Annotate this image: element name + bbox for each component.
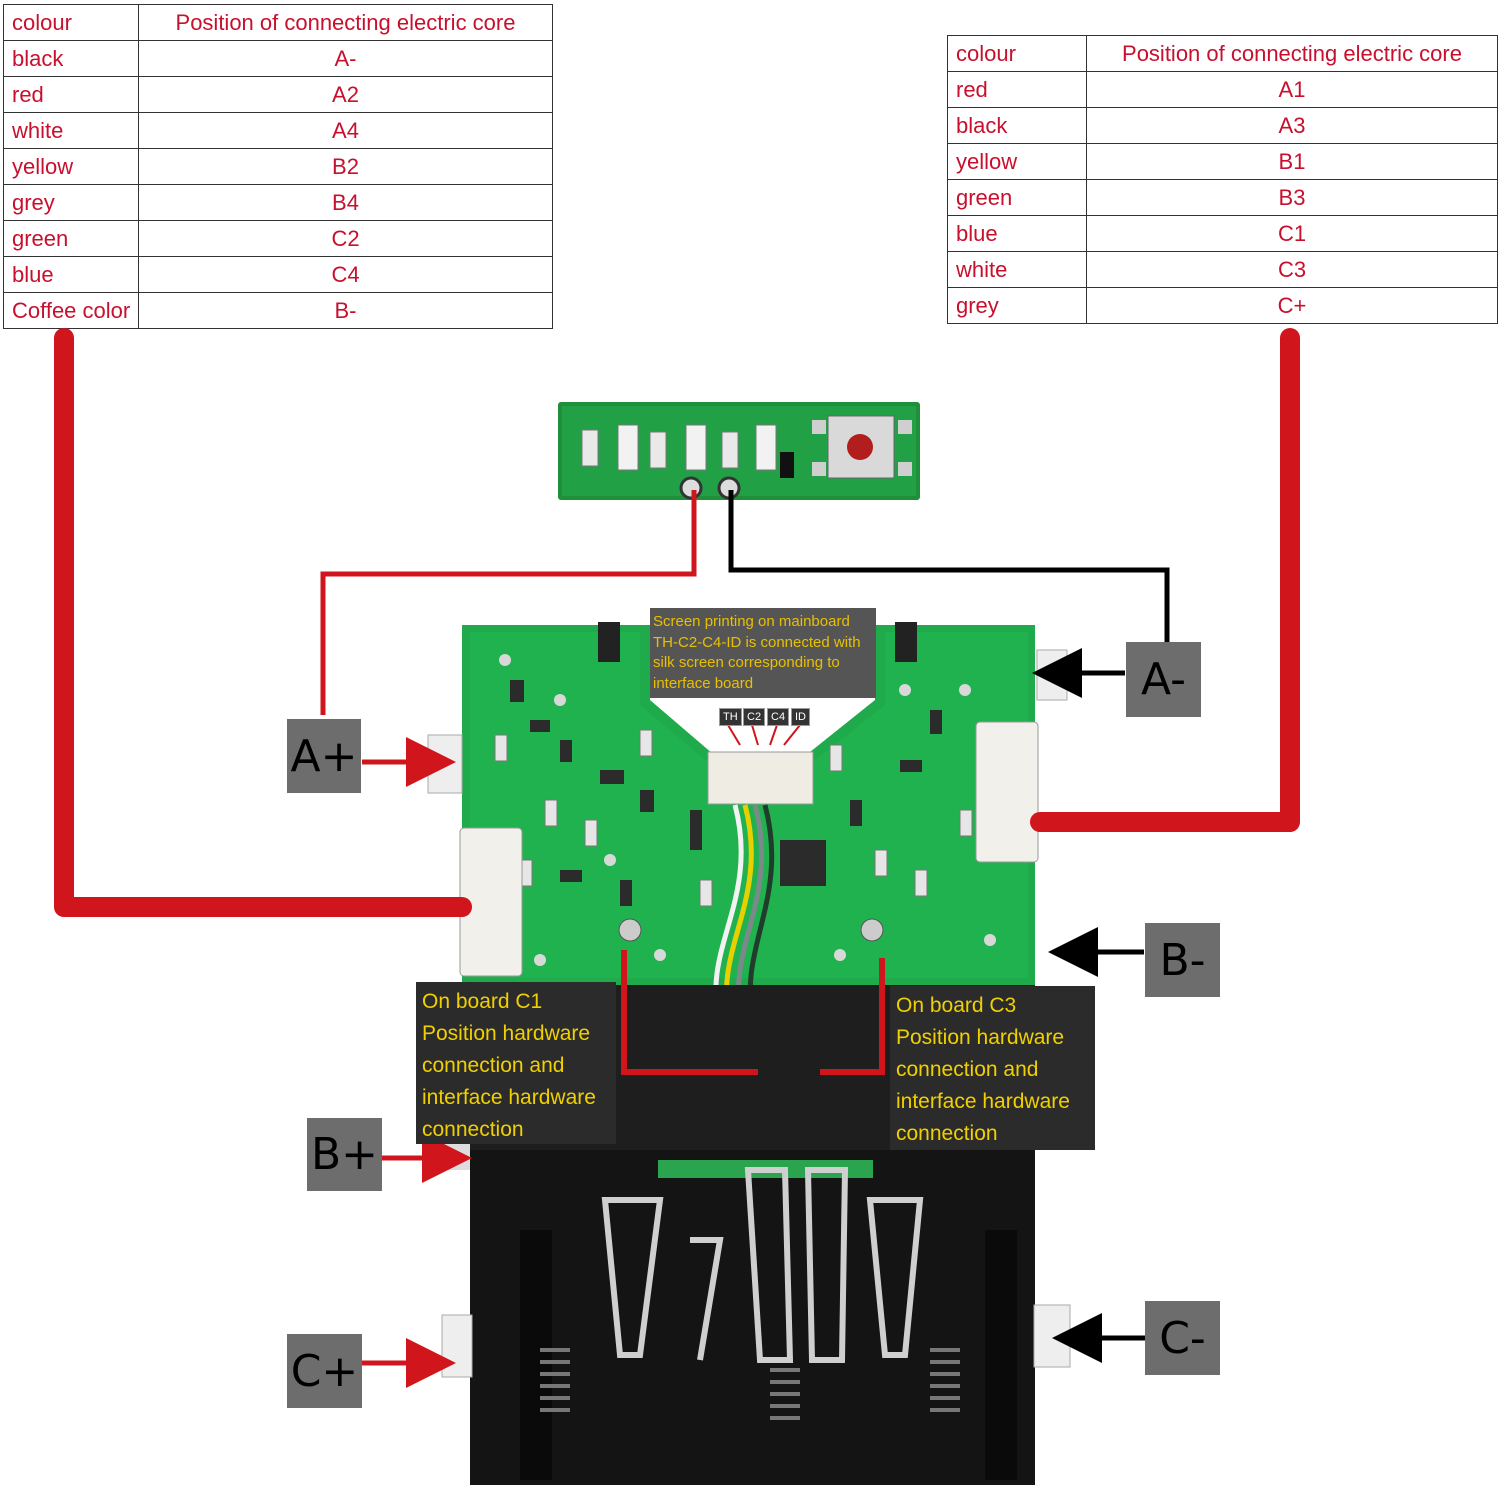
core-position-cell: A3 — [1086, 107, 1498, 144]
right-wire-table-body: colour Position of connecting electric c… — [947, 35, 1498, 324]
core-position-cell: B4 — [138, 184, 553, 221]
wire-colour-cell: blue — [947, 215, 1087, 252]
core-position-cell: C3 — [1086, 251, 1498, 288]
c1-leader — [621, 950, 758, 1075]
indicator-red-wire — [320, 490, 697, 715]
wire-colour-cell: black — [947, 107, 1087, 144]
c3-leader — [820, 958, 885, 1075]
core-position-cell: C1 — [1086, 215, 1498, 252]
pin-tag-id: ID — [791, 708, 810, 726]
left-wire-table-body: colour Position of connecting electric c… — [3, 4, 553, 329]
core-position-cell: C+ — [1086, 287, 1498, 324]
header-position: Position of connecting electric core — [138, 4, 553, 41]
terminal-b-minus-label: B- — [1145, 923, 1220, 997]
table-header-row: colour Position of connecting electric c… — [947, 35, 1498, 72]
pin-tag-pointers — [727, 724, 801, 746]
wire-colour-cell: Coffee color — [3, 292, 139, 329]
indicator-board — [558, 402, 920, 500]
pin-tag-th: TH — [719, 708, 742, 726]
right-table-red-wire — [1030, 328, 1300, 832]
terminal-b-plus-label: B+ — [307, 1118, 382, 1191]
core-position-cell: A4 — [138, 112, 553, 149]
terminal-a-minus-label: A- — [1126, 642, 1201, 717]
terminal-c-minus-label: C- — [1145, 1301, 1220, 1375]
wire-colour-cell: green — [947, 179, 1087, 216]
main-board — [427, 622, 1068, 985]
wire-colour-cell: grey — [3, 184, 139, 221]
wire-colour-cell: yellow — [3, 148, 139, 185]
left-table-red-wire — [54, 328, 472, 917]
wire-colour-cell: black — [3, 40, 139, 77]
core-position-cell: B3 — [1086, 179, 1498, 216]
header-colour: colour — [3, 4, 139, 41]
screen-printing-note: Screen printing on mainboard TH-C2-C4-ID… — [650, 608, 876, 698]
table-header-row: colour Position of connecting electric c… — [3, 4, 553, 41]
core-position-cell: B- — [138, 292, 553, 329]
wire-colour-cell: white — [3, 112, 139, 149]
pin-tag-c4: C4 — [767, 708, 790, 726]
pin-tag-c2: C2 — [743, 708, 766, 726]
wire-colour-cell: red — [947, 71, 1087, 108]
wire-colour-cell: blue — [3, 256, 139, 293]
terminal-c-plus-label: C+ — [287, 1334, 362, 1408]
terminal-a-plus-label: A+ — [287, 719, 361, 793]
header-position: Position of connecting electric core — [1086, 35, 1498, 72]
left-wire-table: colour Position of connecting electric c… — [3, 4, 553, 329]
c1-note: On board C1 Position hardware connection… — [416, 982, 616, 1144]
header-colour: colour — [947, 35, 1087, 72]
indicator-black-wire — [728, 490, 1170, 645]
wire-colour-cell: white — [947, 251, 1087, 288]
core-position-cell: B1 — [1086, 143, 1498, 180]
c3-note: On board C3 Position hardware connection… — [890, 986, 1095, 1150]
right-wire-table: colour Position of connecting electric c… — [947, 35, 1498, 324]
core-position-cell: A2 — [138, 76, 553, 113]
